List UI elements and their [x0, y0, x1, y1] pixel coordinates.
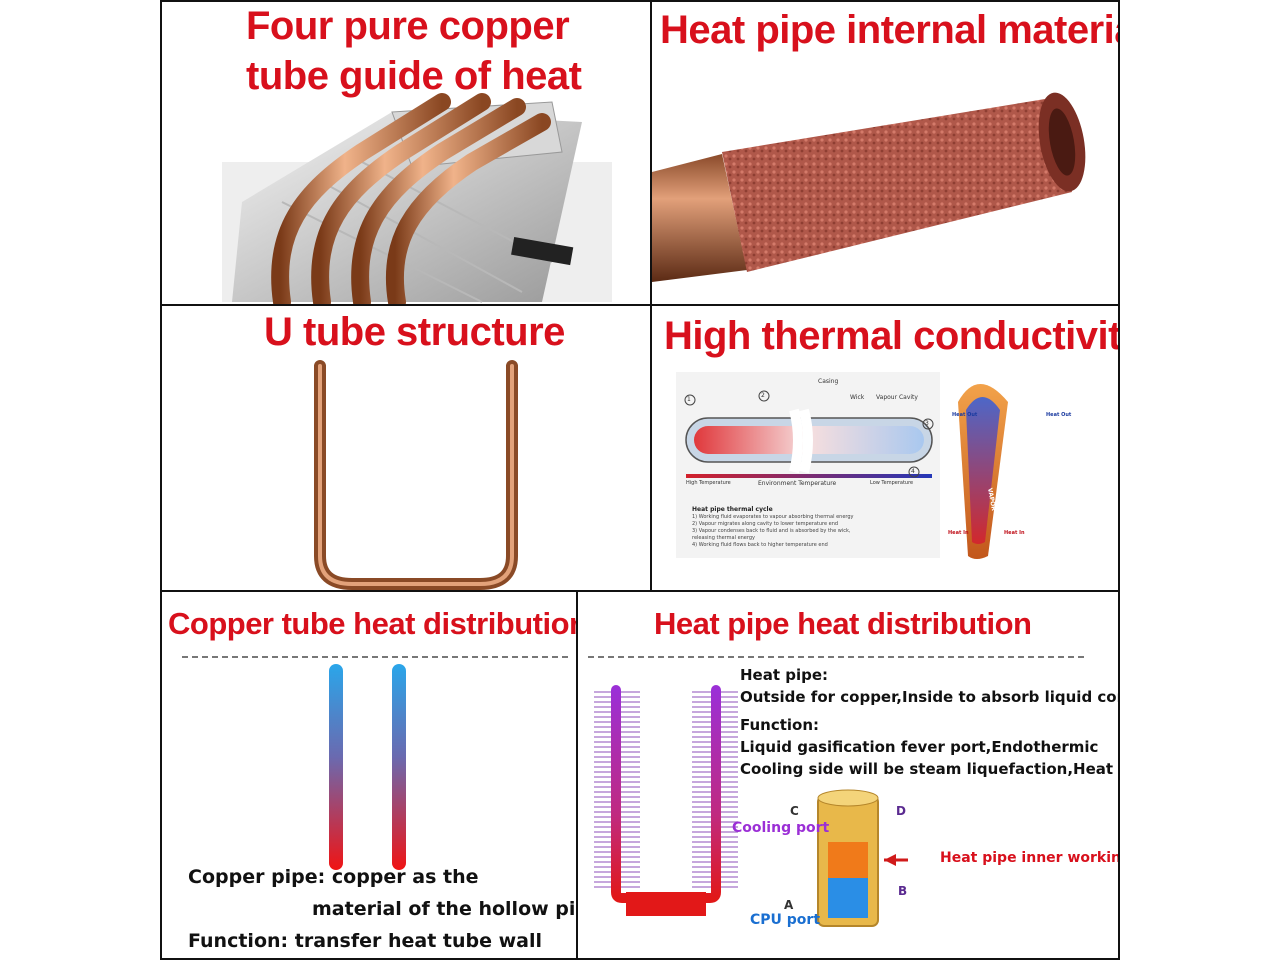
panel-internal-material: Heat pipe internal material: [650, 0, 1120, 306]
label-heat-in-left: Heat In: [948, 530, 969, 536]
label-wick: Wick: [850, 394, 865, 401]
panel-u-tube: U tube structure: [160, 304, 652, 592]
label-heat-out-right: Heat Out: [1046, 412, 1072, 418]
title-heat-pipe-heat-distribution: Heat pipe heat distribution: [654, 606, 1032, 641]
marker-3: 3: [925, 420, 929, 427]
cycle-step-3: 3) Vapour condenses back to fluid and is…: [692, 528, 851, 534]
marker-2: 2: [761, 392, 765, 399]
title-copper-tube-heat-distribution: Copper tube heat distribution: [168, 606, 580, 641]
heatsink-photo: [222, 93, 612, 304]
copper-tube-gradient-graphic: [329, 664, 406, 870]
label-low-temperature: Low Temperature: [870, 480, 914, 486]
marker-a: A: [784, 898, 794, 912]
heat-pipe-fin-graphic: [594, 685, 908, 927]
label-high-temperature: High Temperature: [686, 480, 731, 486]
panel-thermal-conductivity: High thermal conductivity Casing: [650, 304, 1120, 592]
heat-pipe-cycle-diagram: [676, 372, 1008, 559]
title-heat-pipe-internal-material: Heat pipe internal material: [660, 8, 1120, 52]
heat-pipe-sinter-photo: [652, 92, 1086, 282]
marker-d: D: [896, 804, 906, 818]
title-four-pure-copper: Four pure copper: [246, 4, 570, 48]
cycle-step-1: 1) Working fluid evaporates to vapour ab…: [692, 514, 854, 520]
label-vapour-cavity: Vapour Cavity: [876, 394, 918, 401]
cycle-title: Heat pipe thermal cycle: [692, 506, 773, 513]
function-line-1: Liquid gasification fever port,Endotherm…: [740, 738, 1099, 756]
label-environment-temperature: Environment Temperature: [758, 480, 837, 487]
copper-pipe-function: Function: transfer heat tube wall: [188, 930, 543, 952]
copper-pipe-text-2: material of the hollow pipe: [312, 898, 580, 920]
title-tube-guide-heat: tube guide of heat: [246, 54, 582, 98]
heat-pipe-description: Outside for copper,Inside to absorb liqu…: [740, 688, 1120, 706]
panel-copper-tube-distribution: Copper tube heat distribution Copper pip…: [160, 590, 580, 960]
title-high-thermal-conductivity: High thermal conductivity: [664, 314, 1120, 358]
label-heat-out-left: Heat Out: [952, 412, 978, 418]
label-casing: Casing: [818, 378, 839, 385]
copper-pipe-text-1: Copper pipe: copper as the: [188, 866, 479, 888]
function-label: Function:: [740, 716, 820, 734]
cycle-step-4: 4) Working fluid flows back to higher te…: [692, 542, 828, 548]
heat-pipe-inner-workings-label: Heat pipe inner workings: [940, 850, 1120, 866]
function-line-2: Cooling side will be steam liquefaction,…: [740, 760, 1118, 778]
label-heat-in-right: Heat In: [1004, 530, 1025, 536]
cpu-port-label: CPU port: [750, 912, 821, 928]
marker-c: C: [790, 804, 799, 818]
marker-1: 1: [687, 396, 691, 403]
panel-four-copper-tubes: Four pure copper tube guide of heat: [160, 0, 652, 306]
title-u-tube-structure: U tube structure: [264, 310, 565, 354]
cooling-port-label: Cooling port: [732, 820, 830, 836]
divider: [182, 656, 568, 658]
cycle-step-2: 2) Vapour migrates along cavity to lower…: [692, 521, 839, 527]
u-tube-image: [314, 360, 518, 590]
cycle-step-3b: releasing thermal energy: [692, 535, 755, 541]
panel-heat-pipe-distribution: Heat pipe heat distribution Heat pipe: O…: [576, 590, 1120, 960]
divider: [588, 656, 1084, 658]
marker-b: B: [898, 884, 908, 898]
heat-pipe-label: Heat pipe:: [740, 666, 829, 684]
marker-4: 4: [911, 468, 915, 475]
